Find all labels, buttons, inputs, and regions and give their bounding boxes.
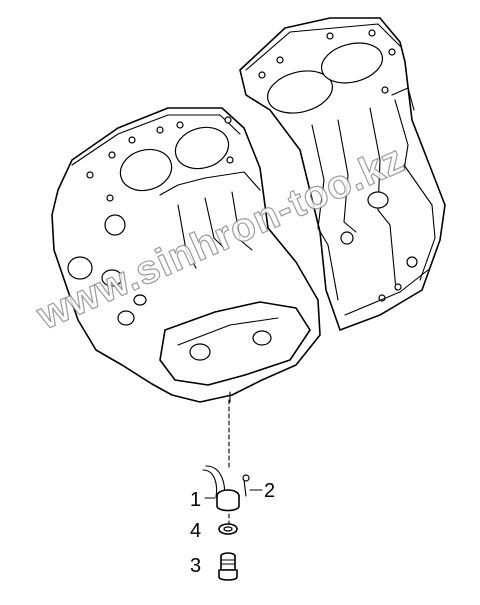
- part-4-washer: [218, 523, 238, 535]
- callout-4-label: 4: [190, 520, 202, 542]
- callout-1-label: 1: [190, 489, 202, 511]
- rear-engine-block: [239, 17, 446, 331]
- part-1-adapter: [202, 465, 240, 512]
- part-3-plug: [218, 552, 238, 581]
- front-engine-block: [51, 107, 321, 403]
- callout-2-label: 2: [264, 480, 276, 502]
- callout-3-label: 3: [190, 555, 202, 577]
- part-2-pin: [242, 474, 250, 497]
